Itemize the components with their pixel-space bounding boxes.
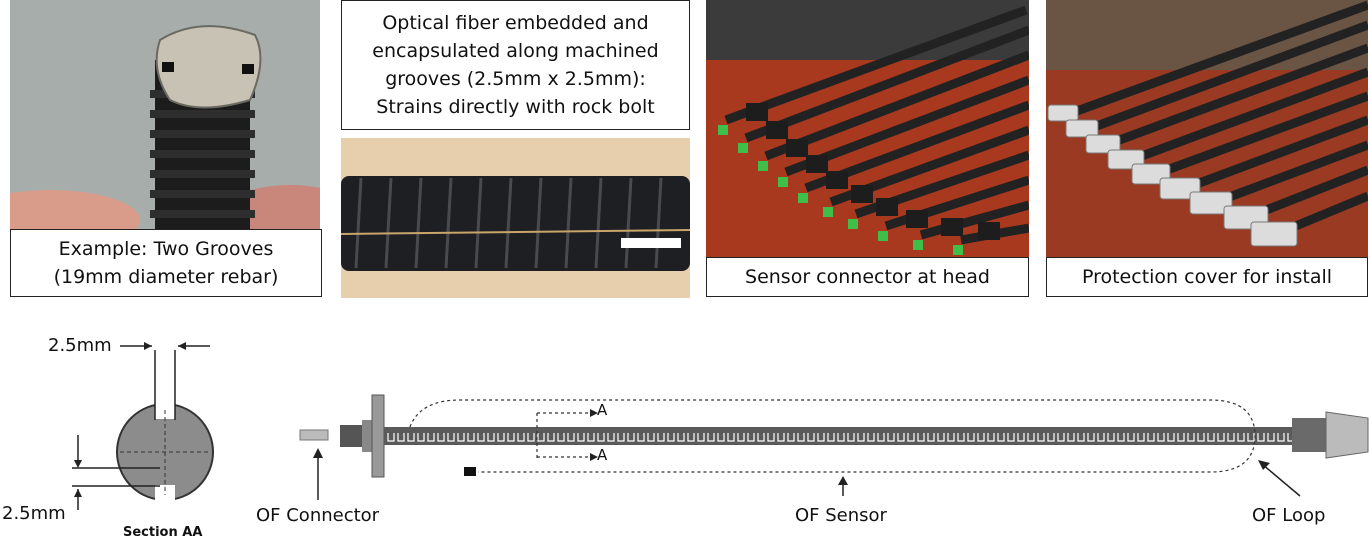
rebar-end-photo (10, 0, 320, 232)
section-aa-cross-section (72, 342, 214, 510)
sensor-head-caption: Sensor connector at head (706, 257, 1029, 297)
of-loop-label: OF Loop (1252, 505, 1326, 526)
grooved-rebar-photo (341, 138, 690, 298)
protection-cover-photo (1046, 0, 1368, 260)
section-aa-label: Section AA (123, 525, 203, 540)
protection-caption: Protection cover for install (1046, 257, 1368, 297)
of-connector-label: OF Connector (256, 505, 380, 526)
optical-fiber-caption: Optical fiber embedded and encapsulated … (341, 0, 690, 130)
example-caption: Example: Two Grooves (19mm diameter reba… (10, 229, 322, 297)
of-sensor-label: OF Sensor (795, 505, 887, 526)
dim-bottom-label: 2.5mm (2, 503, 66, 524)
end-anchor-shape (1292, 411, 1369, 459)
sensor-connectors-photo (706, 0, 1029, 260)
dim-top-label: 2.5mm (48, 335, 112, 356)
section-marker-a-top: A (597, 401, 608, 419)
section-marker-a-bottom: A (597, 446, 608, 464)
of-connector-shape (299, 394, 385, 478)
rock-bolt-diagram (72, 342, 1369, 510)
